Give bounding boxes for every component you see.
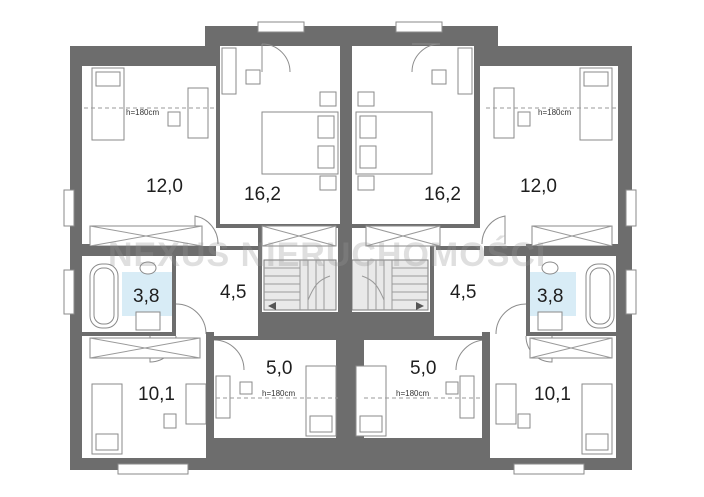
room-area-bedroom-top-left: 12,0 (146, 176, 183, 197)
room-area-bottom-right-center: 5,0 (410, 358, 436, 379)
room-area-bedroom-top-left-center: 16,2 (244, 184, 281, 205)
staircase-left (263, 259, 337, 311)
height-note-top-left: h=180cm (126, 108, 159, 117)
room-area-bathroom-left: 3,8 (133, 286, 159, 307)
height-note-bottom-right: h=180cm (396, 389, 429, 398)
bathroom-left-tint (122, 272, 172, 316)
room-area-bedroom-top-right: 12,0 (520, 176, 557, 197)
beds (91, 67, 613, 455)
room-area-bedroom-top-right-center: 16,2 (424, 184, 461, 205)
height-note-top-right: h=180cm (538, 108, 571, 117)
windows (63, 21, 637, 475)
bathroom-fixtures (89, 261, 615, 331)
room-area-hall-left: 4,5 (220, 282, 246, 303)
wardrobes (89, 225, 613, 359)
slope-lines (84, 107, 616, 399)
room-area-bedroom-bottom-left: 10,1 (138, 384, 175, 405)
watermark: NEXUS NIERUCHOMOŚCI (108, 236, 546, 274)
room-area-hall-right: 4,5 (450, 282, 476, 303)
staircase-right (351, 259, 429, 311)
room-area-bottom-left-center: 5,0 (266, 358, 292, 379)
height-note-bottom-left: h=180cm (262, 389, 295, 398)
room-area-bedroom-bottom-right: 10,1 (534, 384, 571, 405)
room-area-bathroom-right: 3,8 (537, 286, 563, 307)
desks-and-tables (163, 47, 531, 429)
interior-walls (70, 38, 632, 470)
bathroom-right-tint (526, 272, 576, 316)
